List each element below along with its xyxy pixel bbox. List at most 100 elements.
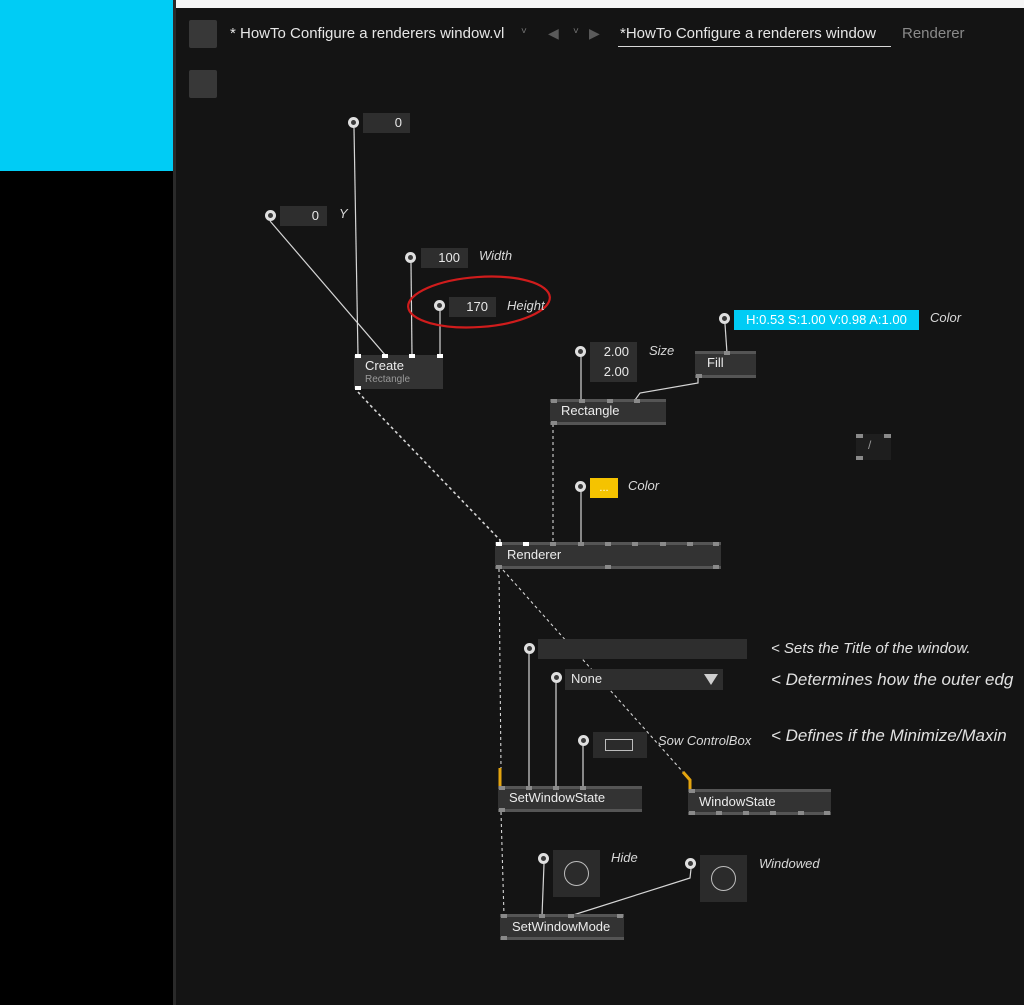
window-border-dropdown[interactable]: None (565, 669, 723, 690)
renderer-port-8[interactable] (687, 542, 693, 546)
renderer-port-1[interactable] (496, 542, 502, 546)
windowed-pin[interactable] (685, 858, 696, 869)
ws-out-1[interactable] (689, 811, 695, 815)
rectangle-node[interactable]: Rectangle (550, 399, 666, 425)
renderer-color-pin[interactable] (575, 481, 586, 492)
border-pin[interactable] (551, 672, 562, 683)
tab-renderer[interactable]: Renderer (902, 25, 965, 42)
rect-port-2[interactable] (579, 399, 585, 403)
title-iobox[interactable] (538, 639, 747, 659)
size-iobox[interactable]: 2.00 2.00 (590, 342, 637, 382)
size-pin[interactable] (575, 346, 586, 357)
height-pin[interactable] (434, 300, 445, 311)
wire-create-to-renderer[interactable] (357, 391, 501, 545)
fill-in-port[interactable] (724, 351, 730, 355)
fill-out-port[interactable] (696, 374, 702, 378)
fill-color-iobox[interactable]: H:0.53 S:1.00 V:0.98 A:1.00 (734, 310, 919, 330)
rect-port-3[interactable] (607, 399, 613, 403)
ws-in-port[interactable] (689, 789, 695, 793)
title-pin[interactable] (524, 643, 535, 654)
create-port-3[interactable] (409, 354, 415, 358)
set-window-state-node[interactable]: SetWindowState (498, 786, 642, 812)
set-window-mode-node[interactable]: SetWindowMode (500, 914, 624, 940)
rect-out-port[interactable] (551, 421, 557, 425)
sws-port-1[interactable] (499, 786, 505, 790)
swm-port-1[interactable] (501, 914, 507, 918)
sws-port-4[interactable] (580, 786, 586, 790)
patch-menu-button[interactable] (189, 70, 217, 98)
renderer-port-3[interactable] (550, 542, 556, 546)
wire-fill-to-rect[interactable] (634, 377, 699, 401)
swm-port-3[interactable] (568, 914, 574, 918)
size-x-value[interactable]: 2.00 (603, 344, 629, 359)
empty-node[interactable]: / (856, 434, 891, 460)
renderer-port-9[interactable] (713, 542, 719, 546)
renderer-node[interactable]: Renderer (495, 542, 721, 569)
back-arrow-icon[interactable]: ◀ (548, 25, 559, 41)
renderer-out-3[interactable] (713, 565, 719, 569)
create-out-port[interactable] (355, 386, 361, 390)
size-y-value[interactable]: 2.00 (603, 364, 629, 379)
controlbox-toggle[interactable] (593, 732, 647, 758)
dropdown-triangle-icon[interactable] (704, 674, 718, 685)
renderer-port-4[interactable] (578, 542, 584, 546)
x-pin[interactable] (348, 117, 359, 128)
hide-toggle[interactable] (553, 850, 600, 897)
x-iobox[interactable]: 0 (363, 113, 410, 133)
panel-divider[interactable] (173, 0, 176, 1005)
forward-arrow-icon[interactable]: ▶ (589, 25, 600, 41)
y-pin[interactable] (265, 210, 276, 221)
renderer-port-2[interactable] (523, 542, 529, 546)
wire-setstate-to-setmode[interactable] (500, 811, 505, 917)
wire-renderer-to-setstate[interactable] (498, 568, 502, 769)
wire-orange-right[interactable] (681, 771, 692, 790)
y-iobox[interactable]: 0 (280, 206, 327, 226)
wire-x[interactable] (353, 127, 359, 357)
wire-y[interactable] (269, 220, 387, 357)
create-rectangle-node[interactable]: Create Rectangle (354, 354, 443, 390)
fill-node[interactable]: Fill (695, 351, 756, 378)
empty-node-out[interactable] (856, 456, 863, 460)
wire-hide[interactable] (541, 863, 545, 917)
ws-out-3[interactable] (743, 811, 749, 815)
tab-patch[interactable]: *HowTo Configure a renderers window (620, 25, 876, 42)
window-state-node[interactable]: WindowState (688, 789, 831, 815)
renderer-color-iobox[interactable]: ... (590, 478, 618, 498)
width-pin[interactable] (405, 252, 416, 263)
file-dropdown-icon[interactable]: ˅ (521, 26, 527, 37)
swm-port-2[interactable] (539, 914, 545, 918)
file-tab[interactable]: * HowTo Configure a renderers window.vl (230, 25, 505, 42)
windowed-toggle[interactable] (700, 855, 747, 902)
ws-out-5[interactable] (798, 811, 804, 815)
renderer-out-1[interactable] (496, 565, 502, 569)
renderer-port-5[interactable] (605, 542, 611, 546)
sws-out-port[interactable] (499, 808, 505, 812)
empty-node-in-1[interactable] (856, 434, 863, 438)
sws-port-3[interactable] (553, 786, 559, 790)
renderer-port-6[interactable] (632, 542, 638, 546)
patch-canvas[interactable] (176, 0, 1024, 1005)
empty-node-in-2[interactable] (884, 434, 891, 438)
width-iobox[interactable]: 100 (421, 248, 468, 268)
sws-port-2[interactable] (526, 786, 532, 790)
menu-square-button[interactable] (189, 20, 217, 48)
ws-out-6[interactable] (824, 811, 830, 815)
rect-port-1[interactable] (551, 399, 557, 403)
create-port-4[interactable] (437, 354, 443, 358)
ws-out-2[interactable] (716, 811, 722, 815)
create-port-1[interactable] (355, 354, 361, 358)
rect-port-4[interactable] (634, 399, 640, 403)
height-iobox[interactable]: 170 (449, 297, 496, 317)
fill-color-pin[interactable] (719, 313, 730, 324)
history-dropdown-icon[interactable]: ˅ (573, 26, 579, 37)
ws-out-4[interactable] (770, 811, 776, 815)
renderer-port-7[interactable] (660, 542, 666, 546)
swm-port-4[interactable] (617, 914, 623, 918)
hide-pin[interactable] (538, 853, 549, 864)
controlbox-pin[interactable] (578, 735, 589, 746)
create-port-2[interactable] (382, 354, 388, 358)
wire-fill-color[interactable] (724, 323, 728, 354)
swm-out-port[interactable] (501, 936, 507, 940)
wire-windowed[interactable] (569, 868, 692, 917)
renderer-out-2[interactable] (605, 565, 611, 569)
